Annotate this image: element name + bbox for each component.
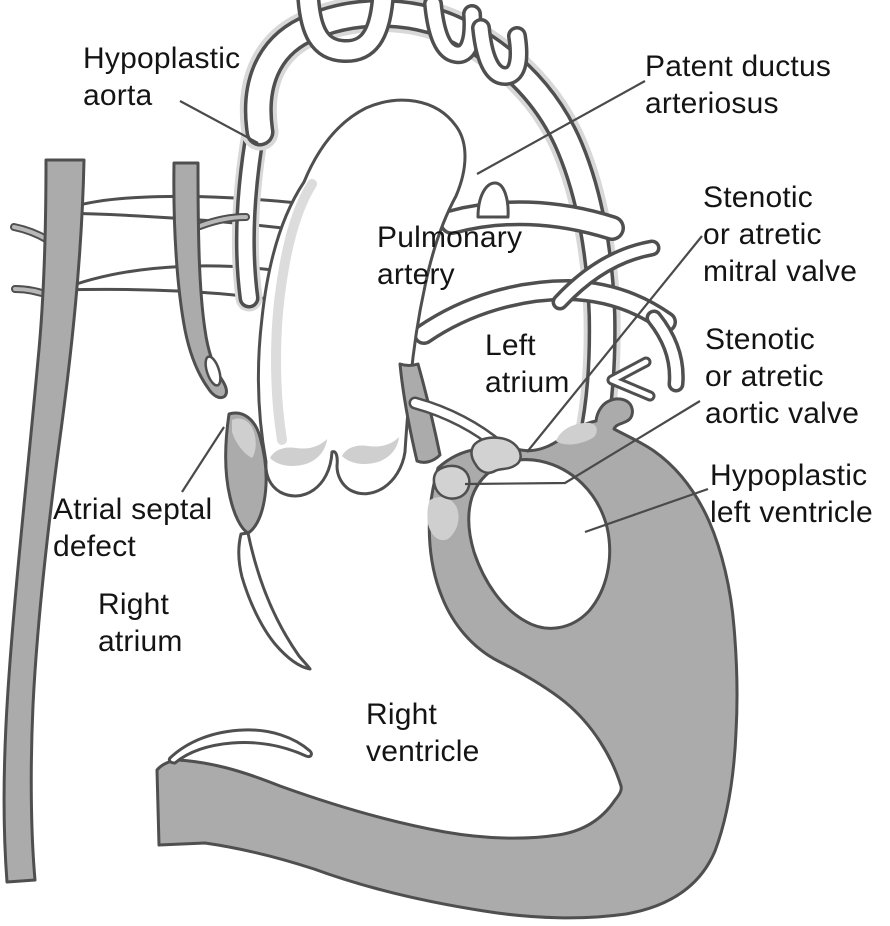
- right-superior-vessel: [172, 161, 250, 400]
- pulmonary-artery-trunk: [257, 98, 467, 498]
- aortic-arch: [239, 0, 621, 459]
- label-atrial-septal-defect: Atrial septal defect: [53, 493, 213, 563]
- label-right-atrium: Right atrium: [98, 588, 183, 658]
- leader-aortic-valve: [464, 400, 701, 486]
- label-pulmonary-artery: Pulmonary artery: [377, 221, 523, 291]
- label-patent-ductus-arteriosus: Patent ductus arteriosus: [645, 50, 832, 120]
- septal-leaflet: [237, 531, 312, 671]
- leader-lines: [179, 80, 709, 534]
- vena-cava-shape: [2, 158, 86, 884]
- leader-atrial-septal-defect: [181, 426, 225, 493]
- label-stenotic-aortic-valve: Stenotic or atretic aortic valve: [705, 323, 860, 430]
- label-hypoplastic-aorta: Hypoplastic aorta: [83, 42, 241, 112]
- leader-hypoplastic-aorta: [179, 100, 259, 144]
- brachiocephalic-vessels: [296, 0, 529, 87]
- left-atrium-roof-and-veins: [413, 239, 685, 402]
- vessel-tip-slit: [204, 355, 222, 387]
- tricuspid-leaflet: [167, 728, 313, 765]
- aortic-root: [398, 362, 442, 464]
- atrial-septum: [224, 411, 312, 671]
- ventricular-muscle-mass: [155, 397, 739, 920]
- label-stenotic-mitral-valve: Stenotic or atretic mitral valve: [703, 181, 858, 288]
- aortic-valve-shape: [432, 464, 471, 500]
- pulmonary-vein-notch: [606, 356, 656, 402]
- leader-mitral-valve: [526, 235, 703, 453]
- mitral-valve-shape: [470, 436, 522, 474]
- label-hypoplastic-left-ventricle: Hypoplastic left ventricle: [710, 459, 873, 529]
- leader-patent-ductus: [476, 80, 646, 175]
- valves: [432, 436, 522, 500]
- hypoplastic-aorta-tube: [231, 114, 270, 312]
- label-left-atrium: Left atrium: [485, 329, 570, 399]
- leader-left-ventricle: [584, 487, 709, 534]
- label-right-ventricle: Right ventricle: [366, 698, 480, 768]
- patent-ductus-arteriosus-shape: [439, 181, 625, 241]
